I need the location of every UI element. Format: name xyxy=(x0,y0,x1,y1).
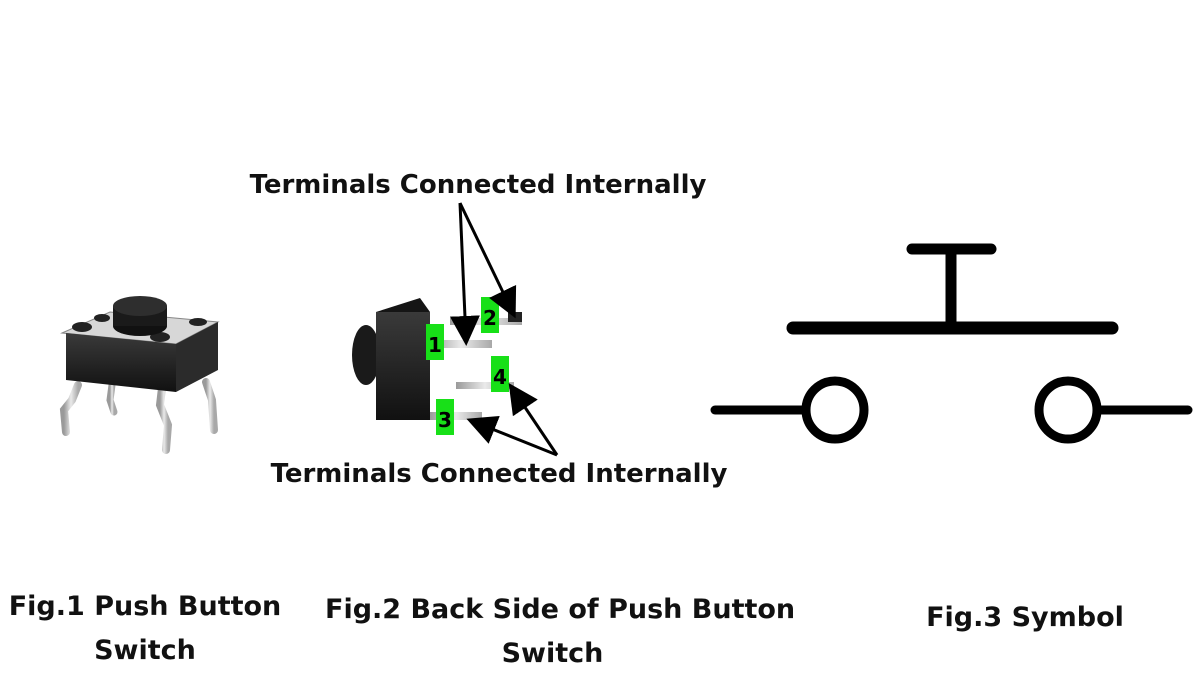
fig3-caption: Fig.3 Symbol xyxy=(910,596,1140,640)
arrow-to-pin-3 xyxy=(466,415,558,457)
symbol-right-terminal xyxy=(1034,376,1102,444)
fig2-caption: Fig.2 Back Side of Push Button Switch xyxy=(325,588,796,676)
symbol-left-terminal xyxy=(801,376,869,444)
pin-label-4: 4 xyxy=(491,356,509,392)
pin-label-1-text: 1 xyxy=(428,333,442,357)
fig2-caption-line1: Fig.2 Back Side of Push Button xyxy=(325,594,796,625)
top-annotation: Terminals Connected Internally xyxy=(250,170,707,200)
pin-label-2: 2 xyxy=(481,297,499,333)
arrow-to-pin-2 xyxy=(458,202,517,319)
pin-label-2-text: 2 xyxy=(483,306,497,330)
fig3-caption-line1: Fig.3 Symbol xyxy=(926,602,1124,633)
bottom-annotation: Terminals Connected Internally xyxy=(271,459,728,489)
arrow-to-pin-1 xyxy=(449,202,480,346)
push-button-symbol xyxy=(710,243,1193,444)
fig2-caption-line2: Switch xyxy=(501,638,604,669)
arrow-to-pin-4 xyxy=(508,383,559,456)
pin-label-3: 3 xyxy=(436,399,454,435)
fig1-caption-line2: Switch xyxy=(94,635,196,666)
pin-label-1: 1 xyxy=(426,324,444,360)
pin-label-4-text: 4 xyxy=(493,365,507,389)
fig1-caption-line1: Fig.1 Push Button xyxy=(8,591,282,622)
fig1-caption: Fig.1 Push Button Switch xyxy=(0,585,290,673)
push-button-switch-image xyxy=(59,296,220,454)
pin-label-3-text: 3 xyxy=(438,408,452,432)
